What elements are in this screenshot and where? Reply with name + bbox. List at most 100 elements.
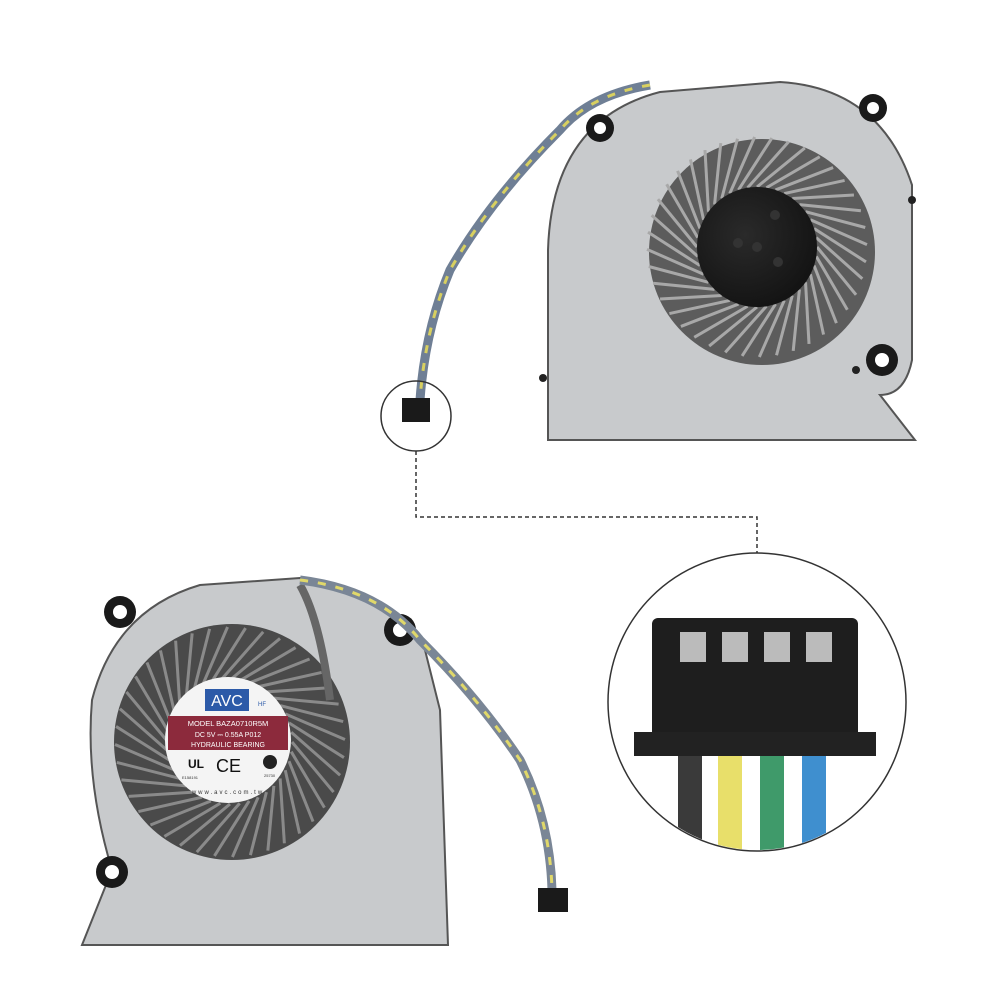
fan-label: AVC HF MODEL BAZA0710R5M DC 5V ⎓ 0.55A P… (165, 677, 291, 803)
fan-blade (665, 183, 700, 239)
fan-blade (213, 800, 251, 857)
fan-blade (279, 704, 344, 724)
fan-blade (138, 795, 203, 814)
fan-blade (720, 138, 739, 199)
fan-blade (163, 801, 222, 838)
fan-blade (238, 646, 297, 683)
fan-blade (737, 137, 774, 191)
ul-mark: UL (188, 757, 204, 771)
fan-blade (648, 265, 709, 284)
fan-blade (278, 778, 286, 844)
fan-blade (650, 214, 699, 258)
fan-blade (273, 696, 339, 706)
fan-blade (149, 799, 212, 827)
fan-blade (257, 670, 322, 689)
fan-blade (659, 294, 722, 301)
fan-blade (200, 626, 229, 688)
bottom-fan: AVC HF MODEL BAZA0710R5M DC 5V ⎓ 0.55A P… (80, 575, 568, 946)
fan-blade (192, 628, 212, 693)
fan-blade (809, 218, 868, 247)
fan-blade (792, 193, 855, 200)
fan-blade (174, 640, 182, 706)
fan-blade (116, 760, 181, 780)
fan-blades (646, 136, 868, 358)
fan-blade (783, 179, 845, 196)
fan-blade (757, 299, 786, 358)
fan-blade (288, 721, 345, 759)
fan-blade (815, 246, 858, 296)
fan-blade (791, 289, 801, 352)
fan-blade (812, 264, 838, 324)
fan-blade (728, 136, 757, 195)
fan-blade (814, 255, 849, 311)
fan-blade (746, 140, 790, 189)
fan-blade (287, 760, 315, 823)
fan-blade (689, 159, 706, 221)
fan-blade (283, 769, 302, 834)
fan-blade (756, 146, 806, 189)
rating-text: DC 5V ⎓ 0.55A P012 (195, 732, 261, 739)
ce-mark: CE (216, 756, 241, 776)
fan-blade (195, 802, 241, 854)
callout-dashed-line (415, 451, 758, 553)
fan-blade (125, 691, 170, 743)
fan-blade (231, 796, 260, 858)
fan-blade (808, 273, 825, 335)
fan-blade (669, 298, 731, 315)
fan-blade (266, 785, 276, 851)
fan-blade (128, 790, 194, 798)
bottom-connector (538, 888, 568, 912)
fan-blade (703, 149, 710, 212)
fan-blade (724, 305, 768, 354)
fan-blade (680, 302, 740, 328)
fan-blade (774, 166, 834, 192)
fan-blade (693, 304, 749, 339)
fan-blade (114, 743, 176, 772)
mount-tab-icon (539, 94, 916, 382)
fan-blade (708, 305, 758, 348)
fan-blade (656, 198, 699, 248)
fan-blade (179, 802, 231, 847)
fan-blade (229, 637, 281, 682)
fan-blade (284, 712, 346, 741)
fan-blade (184, 633, 194, 699)
top-connector (402, 398, 430, 422)
fan-blade (805, 210, 866, 229)
fan-blade (652, 281, 715, 291)
ul-file-number: E158191 (182, 775, 199, 780)
fan-blade (813, 227, 867, 264)
fan-blade (290, 731, 342, 777)
fan-blade (804, 282, 811, 345)
fan-blade (248, 791, 268, 856)
bearing-text: HYDRAULIC BEARING (191, 742, 265, 749)
connector-zoom-view (607, 552, 907, 852)
fan-blade (248, 657, 311, 685)
fan-blade (145, 661, 173, 724)
fan-blade (289, 750, 326, 809)
website-text: www.avc.com.tw (191, 790, 264, 796)
fan-blades (114, 626, 346, 858)
fan-blade (647, 230, 701, 267)
fan-blade (740, 303, 777, 357)
fan-blade (118, 707, 170, 753)
fan-blade (158, 650, 177, 715)
fan-blade (775, 295, 794, 356)
fan-blade (676, 170, 702, 230)
brand-logo: AVC (211, 693, 243, 710)
hf-mark: HF (258, 702, 266, 708)
fan-blade (799, 203, 862, 213)
top-fan (380, 80, 918, 452)
cert-number: 25730 (264, 773, 276, 778)
fan-blade (266, 686, 332, 694)
fan-blade (290, 741, 335, 793)
fan-blade (115, 725, 172, 763)
model-text: MODEL BAZA0710R5M (188, 719, 269, 728)
fan-blade (765, 155, 821, 190)
fan-blade (219, 630, 265, 682)
fan-blade (121, 778, 187, 788)
fan-blade (646, 247, 705, 276)
fan-blade (815, 236, 864, 280)
fan-blade (134, 675, 171, 734)
fan-blade (713, 142, 723, 205)
fan-blade (209, 627, 247, 684)
